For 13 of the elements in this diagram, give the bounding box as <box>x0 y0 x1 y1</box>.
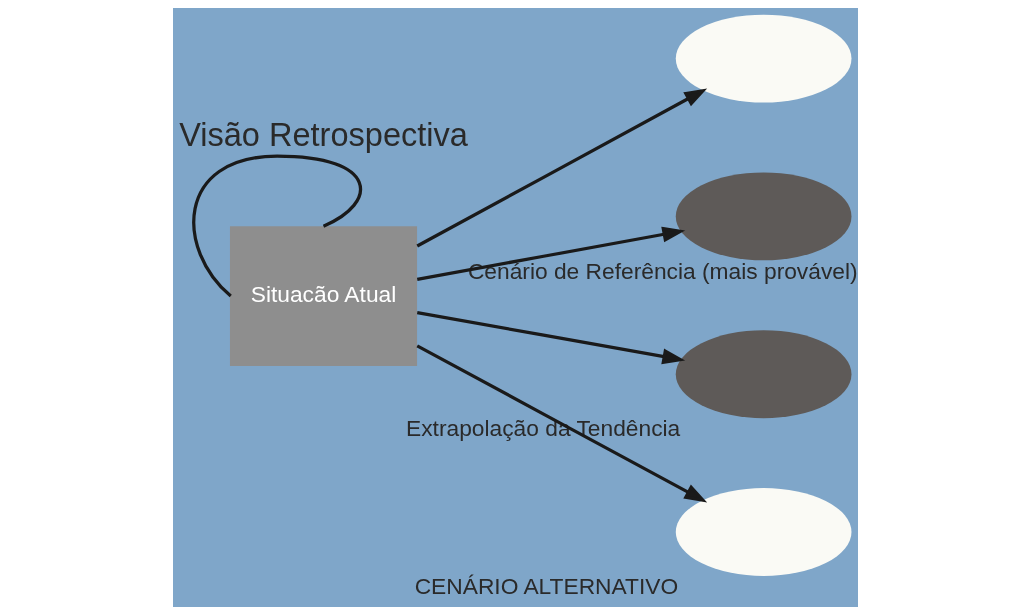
arrow <box>415 88 707 248</box>
node-ellipse <box>675 330 851 419</box>
arrow <box>416 226 685 281</box>
node-label: Cenário de Referência (mais provável) <box>467 257 858 284</box>
edge-label: Visão Retrospectiva <box>178 117 468 154</box>
node-label: CENÁRIO ALTERNATIVO <box>414 573 678 600</box>
connector <box>191 154 362 298</box>
arrow <box>415 344 707 503</box>
node-ellipse <box>675 488 851 576</box>
node-ellipse <box>675 14 851 103</box>
arrow <box>416 310 685 365</box>
node-box: Situacão Atual <box>229 226 417 367</box>
node-ellipse <box>675 172 851 261</box>
